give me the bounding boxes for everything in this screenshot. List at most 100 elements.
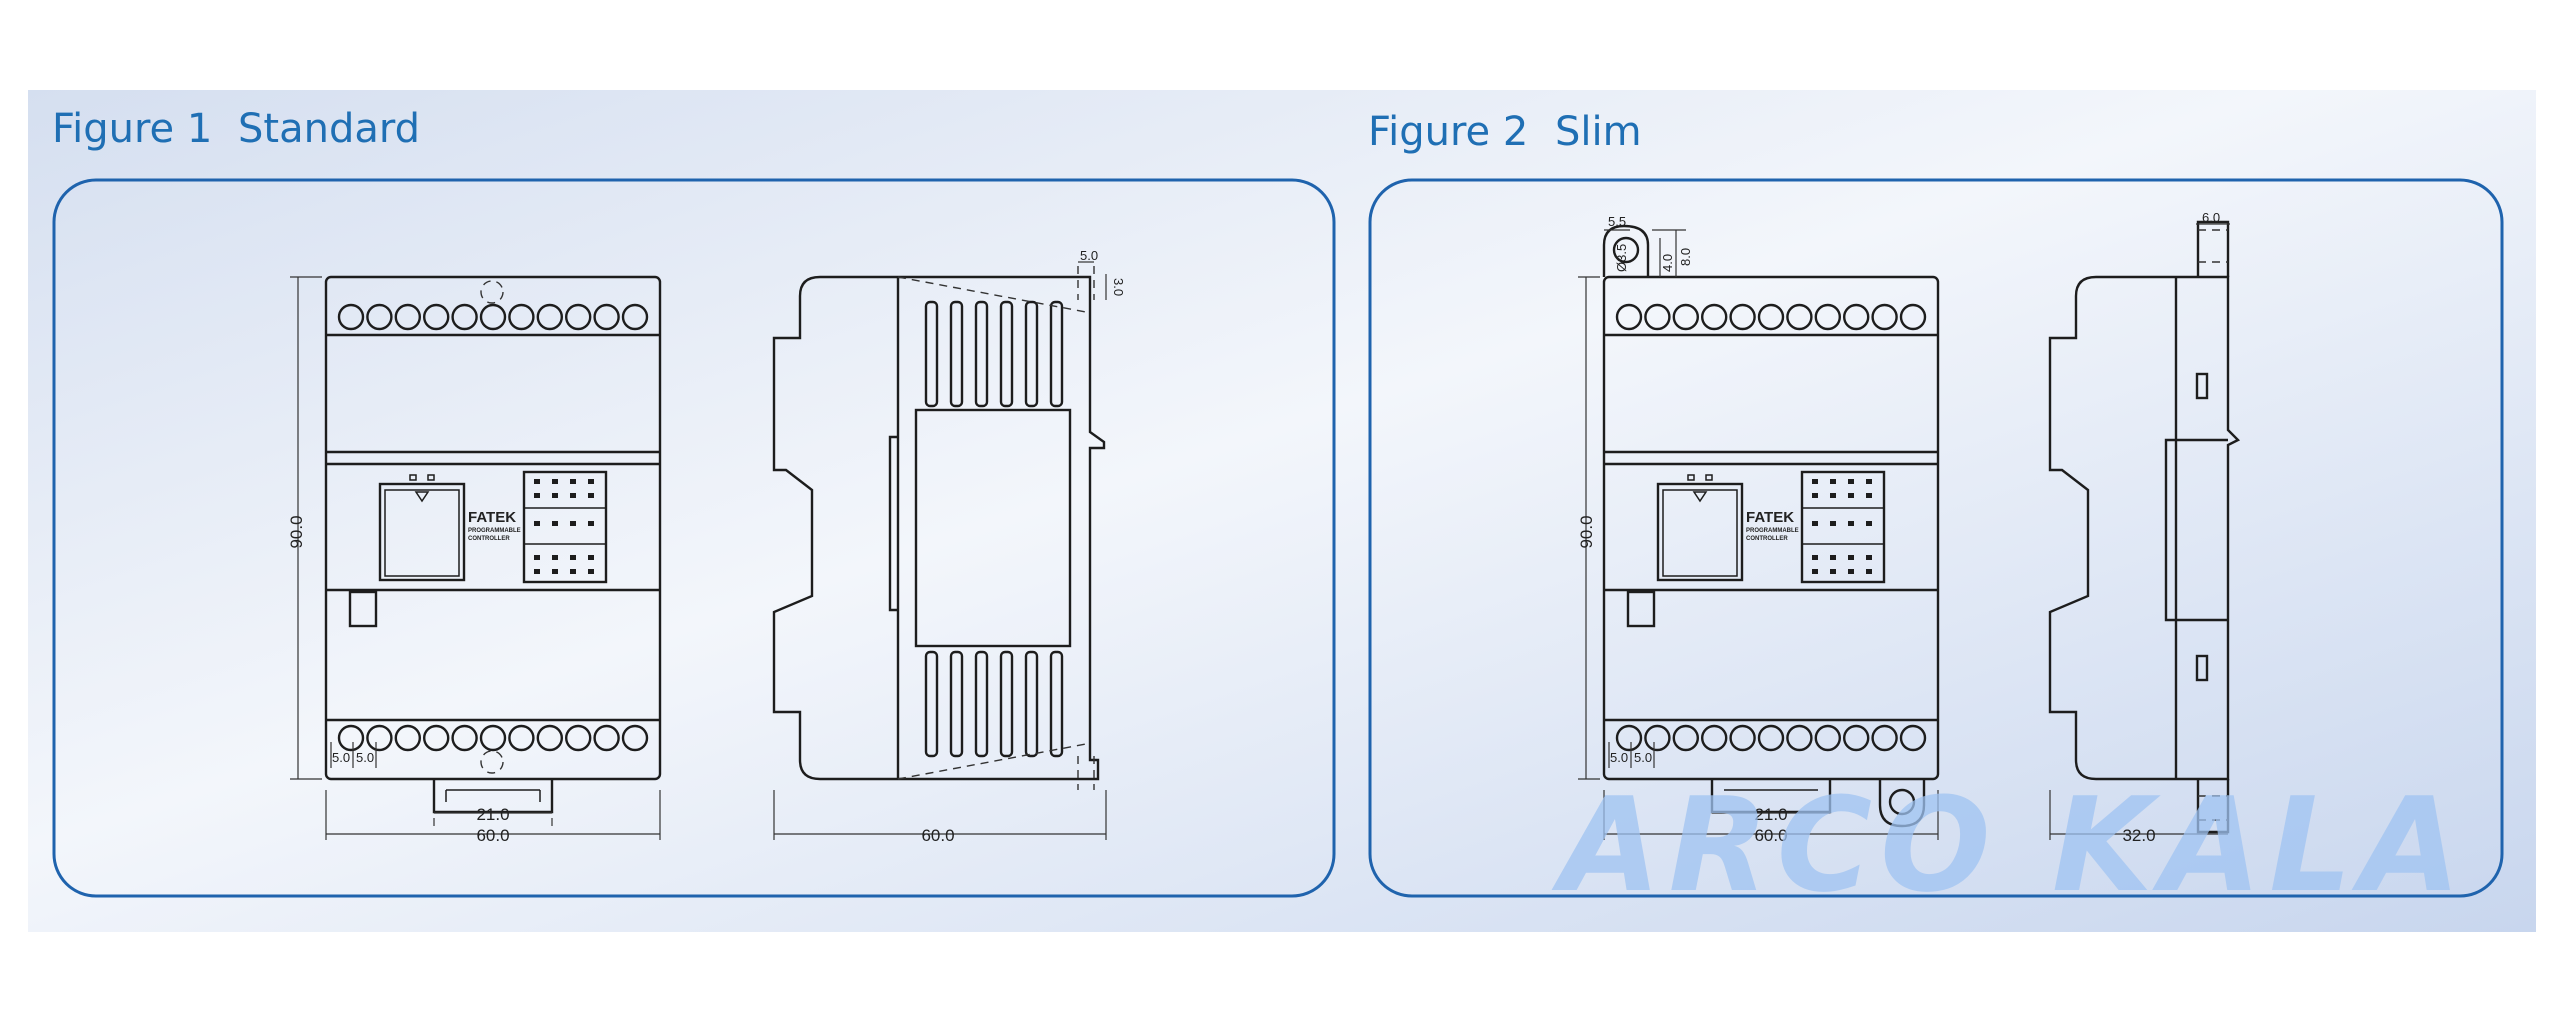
terminal-screw (423, 303, 450, 331)
terminal-screw (1814, 724, 1842, 752)
led-indicator (534, 493, 540, 498)
dimension-lines (290, 276, 661, 840)
top-terminal-row (337, 303, 649, 331)
led-panel-frame (522, 470, 608, 584)
figure-1: Figure 1 Standard FATEK PROGRAMMABLE CON… (52, 106, 1336, 898)
figure-2: Figure 2 Slim FATEK PROGRAMMABLE CONTROL… (1368, 109, 2504, 898)
terminal-screw (479, 303, 507, 331)
terminal-screw (565, 303, 592, 331)
vent-slot (974, 300, 989, 408)
led-indicator (1830, 493, 1836, 498)
front-view-slim: FATEK PROGRAMMABLE CONTROLLER (1577, 214, 1940, 845)
dim-tab-h2: 8.0 (1678, 248, 1693, 266)
terminal-screw (1700, 303, 1728, 331)
led-indicator (1830, 569, 1836, 574)
side-vents (924, 300, 1064, 758)
led-indicator (1812, 493, 1818, 498)
figure-1-subtitle: Standard (238, 106, 420, 152)
bottom-terminal-row-slim (1615, 724, 1927, 752)
watermark: ARCO KALA (1551, 769, 2469, 921)
terminal-screw (337, 303, 365, 331)
led-indicator (1848, 479, 1854, 484)
led-indicator (1866, 521, 1872, 526)
led-indicator (570, 555, 576, 560)
dim-pitch-2: 5.0 (356, 750, 374, 765)
terminal-screw (337, 724, 365, 752)
terminal-screw (451, 303, 478, 331)
dim-height-slim: 90.0 (1577, 515, 1596, 548)
led-indicator (534, 479, 540, 484)
side-view-slim: 32.0 6.0 (2048, 210, 2241, 845)
figure-1-frame (52, 178, 1336, 898)
terminal-screw (1672, 303, 1700, 331)
dim-pitch-1-slim: 5.0 (1610, 750, 1628, 765)
terminal-screw (1786, 724, 1813, 752)
vent-slot (924, 650, 939, 758)
terminal-screw (1814, 303, 1842, 331)
terminal-screw (1615, 303, 1643, 331)
led-indicator (1866, 555, 1872, 560)
terminal-screw (1700, 724, 1728, 752)
led-indicator (588, 493, 594, 498)
terminal-screw (1672, 724, 1700, 752)
led-indicator (552, 521, 558, 526)
terminal-screw (366, 724, 393, 752)
terminal-screw (593, 724, 620, 752)
brand-sub-1-slim: PROGRAMMABLE (1746, 528, 1799, 534)
led-indicator (1866, 569, 1872, 574)
dimension-lines-slim (1578, 229, 1939, 840)
dim-pitch-1: 5.0 (332, 750, 350, 765)
led-indicator (534, 555, 540, 560)
figure-2-title: Figure 2 (1368, 109, 1528, 155)
led-indicator (1830, 479, 1836, 484)
vent-slot (1024, 650, 1039, 758)
terminal-screw (423, 724, 450, 752)
terminal-screw (394, 303, 421, 331)
terminal-screw (479, 724, 507, 752)
dim-hole-offset: 5.5 (1608, 214, 1626, 229)
vent-slot (924, 300, 939, 408)
led-indicator (1848, 521, 1854, 526)
terminal-screw (1899, 303, 1927, 331)
terminal-screw (536, 303, 563, 331)
vent-slot (1049, 650, 1064, 758)
led-indicator (570, 479, 576, 484)
terminal-screw (508, 724, 535, 752)
led-indicator (588, 555, 594, 560)
dim-side-width-slim: 32.0 (2122, 826, 2155, 845)
led-indicator (1812, 521, 1818, 526)
led-indicator (588, 569, 594, 574)
terminal-screw (1757, 303, 1785, 331)
terminal-screw (1729, 303, 1756, 331)
brand-label-slim: FATEK (1746, 509, 1794, 526)
led-indicator (1848, 555, 1854, 560)
dim-front-width-slim: 60.0 (1754, 826, 1787, 845)
led-panel-frame (1800, 470, 1886, 584)
led-indicator (552, 493, 558, 498)
vent-slot (1049, 300, 1064, 408)
led-indicator (588, 479, 594, 484)
figure-1-title: Figure 1 (52, 106, 212, 152)
led-indicator (1812, 555, 1818, 560)
led-indicator (1866, 493, 1872, 498)
dim-rail-width: 21.0 (476, 805, 509, 824)
dim-front-width: 60.0 (476, 826, 509, 845)
dim-clip-width: 5.0 (1080, 248, 1098, 263)
led-indicator (552, 569, 558, 574)
led-indicator (534, 521, 540, 526)
led-indicator (1830, 555, 1836, 560)
led-indicator (570, 493, 576, 498)
terminal-screw (1615, 724, 1643, 752)
brand-sub-2: CONTROLLER (468, 536, 510, 542)
bottom-terminal-row (337, 724, 649, 752)
terminal-screw (1842, 303, 1870, 331)
terminal-screw (508, 303, 535, 331)
terminal-screw (1729, 724, 1756, 752)
led-indicator (570, 569, 576, 574)
brand-label: FATEK (468, 509, 516, 526)
vent-slot (949, 300, 964, 408)
terminal-screw (1757, 724, 1785, 752)
led-indicator (1866, 479, 1872, 484)
led-indicator (1830, 521, 1836, 526)
terminal-screw (366, 303, 393, 331)
